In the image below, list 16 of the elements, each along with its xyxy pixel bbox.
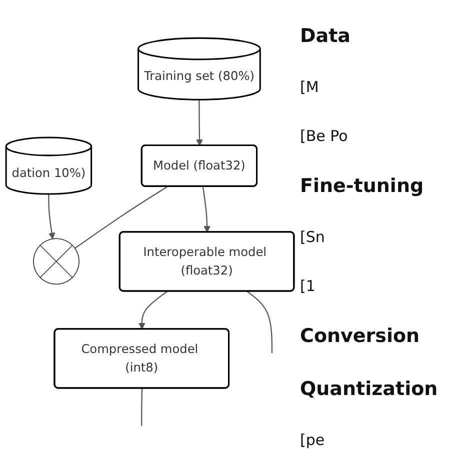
arrow xyxy=(196,99,203,146)
reference-text: [Sn xyxy=(300,228,326,246)
stage-label: Data xyxy=(300,25,352,48)
connector xyxy=(141,388,143,426)
stage-label: Fine-tuning xyxy=(300,175,425,198)
reference-text: [pe xyxy=(300,430,326,449)
reference-text: [1 xyxy=(300,276,316,295)
connector xyxy=(246,290,273,353)
stage-label: Conversion xyxy=(300,325,421,348)
connector xyxy=(74,186,168,249)
reference-text: [M xyxy=(300,78,320,96)
arrow xyxy=(202,186,210,232)
arrow xyxy=(48,194,56,239)
reference-text: [Be Po xyxy=(300,126,349,145)
stage-label: Quantization xyxy=(300,378,439,400)
arrow xyxy=(138,290,168,330)
